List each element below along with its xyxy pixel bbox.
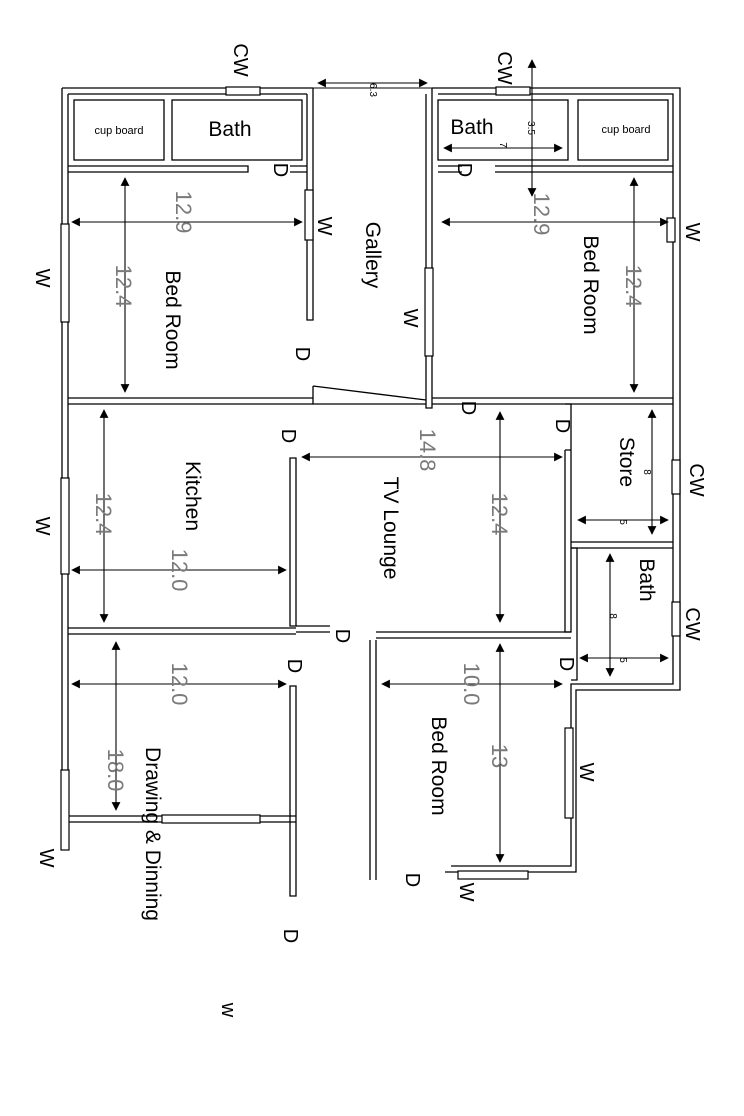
dim-label-bed-bottom-w: 10.0 <box>459 663 484 706</box>
dim-label-bed-left-w: 12.9 <box>171 191 196 234</box>
label-cupboard-right: cup board <box>602 124 651 136</box>
label-gallery: Gallery <box>361 222 384 289</box>
label-bedroom-right: Bed Room <box>579 235 602 334</box>
cupboard-left-box <box>73 99 165 161</box>
mark-d-kitchen: D <box>277 429 299 443</box>
window-kitchen <box>60 477 70 575</box>
label-bath-top-right: Bath <box>450 116 493 139</box>
mark-d-bath-left: D <box>269 163 291 177</box>
mark-cw-top-right: CW <box>493 51 515 84</box>
gallery-wall-right <box>425 88 433 409</box>
label-bedroom-left: Bed Room <box>161 270 184 369</box>
label-tv-lounge: TV Lounge <box>379 477 402 580</box>
dim-label-kitchen-h: 12.0 <box>167 549 192 592</box>
mark-w-bed-bottom: W <box>455 883 477 902</box>
window-drawing-bottom <box>161 814 261 824</box>
store-wall <box>564 403 572 633</box>
cw-window-store <box>671 459 681 495</box>
mark-cw-store: CW <box>685 463 707 496</box>
dim-label-drawing-h: 18.0 <box>103 749 128 792</box>
mark-w-drawing-bottom: w <box>217 1002 239 1018</box>
window-bed-left-outer <box>60 223 70 323</box>
mark-w-kitchen: W <box>31 517 53 536</box>
dimension-values: 6.3 3.5 7 12.9 12.4 12.9 12.4 12.4 12.0 … <box>91 83 652 791</box>
opening-marks: CW CW CW CW D D D D D D D D D D D W W W … <box>31 43 707 1017</box>
dim-label-bed-left-h: 12.4 <box>111 265 136 308</box>
store-bath-wall <box>571 541 673 549</box>
kitchen-drawing-wall <box>68 627 296 635</box>
label-bedroom-bottom: Bed Room <box>427 716 450 815</box>
top-band-wall-left <box>68 165 307 173</box>
mark-d-drawing-top: D <box>283 659 305 673</box>
window-bed-bottom <box>457 870 529 880</box>
dim-label-bed-bottom-h: 13 <box>487 744 512 768</box>
mark-w-bed-left-inner: W <box>313 217 335 236</box>
dim-label-drawing-w: 12.0 <box>167 663 192 706</box>
window-drawing <box>60 769 70 851</box>
room-labels: cup board Bath Bath cup board Bed Room G… <box>95 116 658 921</box>
label-kitchen: Kitchen <box>181 461 204 531</box>
kitchen-wall <box>289 457 297 627</box>
dim-label-bed-right-w: 12.9 <box>529 193 554 236</box>
dim-label-bath-right-b: 7 <box>497 142 508 148</box>
mark-d-store: D <box>551 419 573 433</box>
bath-top-left-box <box>171 99 303 161</box>
dim-label-store-b: 5 <box>617 519 628 525</box>
mark-w-drawing: W <box>35 849 57 868</box>
dim-label-gallery: 6.3 <box>367 83 378 97</box>
mark-d-bath-right-door: D <box>555 657 577 671</box>
openings <box>60 86 681 880</box>
label-cupboard-left: cup board <box>95 125 144 137</box>
mid-wall <box>68 397 673 405</box>
outer-wall <box>61 87 681 880</box>
mark-d-bath-right: D <box>453 163 475 177</box>
dimension-lines <box>71 59 669 863</box>
cw-window-bath <box>671 601 681 637</box>
bath-top-right-box <box>437 99 569 161</box>
dim-label-lounge-h: 12.4 <box>487 493 512 536</box>
outer-wall-inner-line <box>67 93 674 880</box>
window-bed-bottom-right <box>564 727 574 819</box>
cw-window-top-right <box>495 86 531 96</box>
drawing-right-wall <box>289 685 297 897</box>
mark-d-lounge: D <box>331 629 353 643</box>
mark-cw-top-left: CW <box>229 43 251 76</box>
dim-label-bath-b: 5 <box>617 657 628 663</box>
dim-label-kitchen-w: 12.4 <box>91 493 116 536</box>
label-bath-right: Bath <box>635 558 658 601</box>
dim-label-bed-right-h: 12.4 <box>621 265 646 308</box>
window-bed-left-inner <box>304 189 314 241</box>
dim-label-store-a: 8 <box>641 469 652 475</box>
top-band-wall-right <box>438 165 673 173</box>
lounge-bottom-wall <box>296 625 571 639</box>
label-store: Store <box>615 437 638 487</box>
gallery-door-swing <box>312 385 427 405</box>
mark-w-bed-bottom-right: W <box>575 763 597 782</box>
window-bed-right <box>666 217 676 243</box>
mark-d-drawing-bottom: D <box>279 929 301 943</box>
mark-w-gallery: W <box>399 309 421 328</box>
mark-w-bed-left-outer: W <box>31 269 53 288</box>
walls <box>61 87 681 897</box>
bath-bottom-wall <box>571 547 578 681</box>
label-bath-top-left: Bath <box>208 118 251 141</box>
cupboard-right-box <box>577 99 669 161</box>
mark-d-bed-right: D <box>457 401 479 415</box>
mark-d-bed-bottom: D <box>401 873 423 887</box>
dim-label-bath-right-a: 3.5 <box>525 121 536 135</box>
mark-cw-bath: CW <box>681 607 703 640</box>
dim-label-lounge-w: 14.8 <box>415 429 440 472</box>
label-drawing: Drawing & Dinning <box>141 747 164 921</box>
cw-window-top-left <box>225 86 261 96</box>
dim-label-bath-a: 8 <box>607 613 618 619</box>
mark-d-bed-left: D <box>291 347 313 361</box>
fixtures <box>73 99 669 161</box>
window-gallery-right <box>424 267 434 357</box>
mark-w-bed-right: W <box>681 223 703 242</box>
